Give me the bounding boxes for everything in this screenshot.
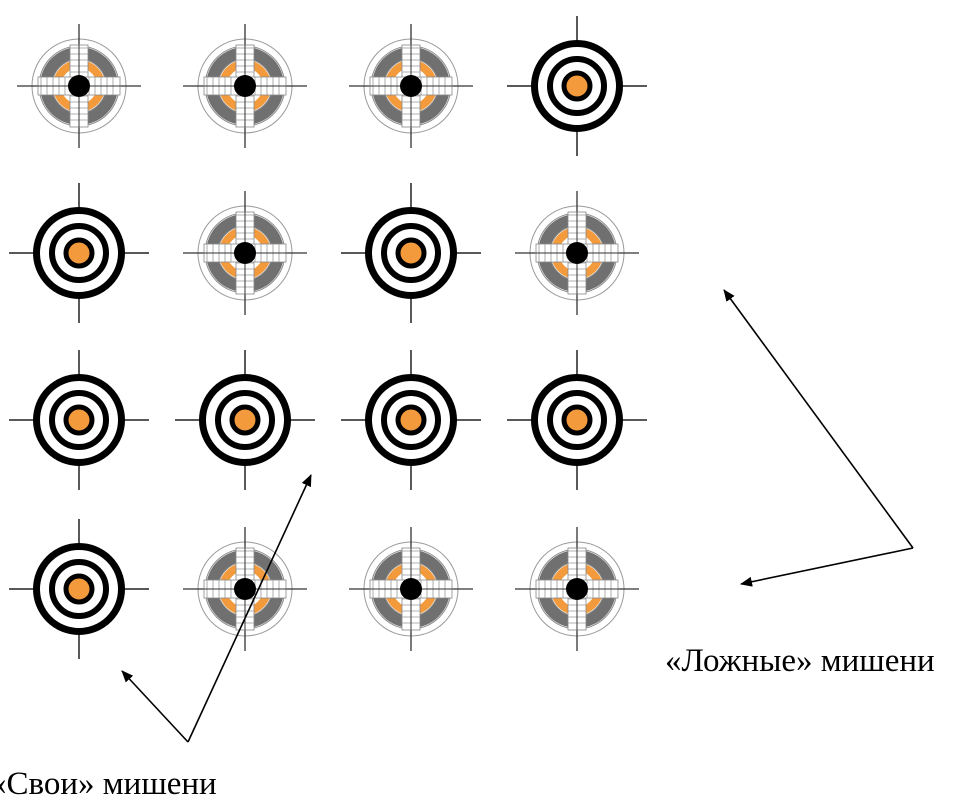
false-target-icon <box>515 191 639 315</box>
false-target-icon <box>183 24 307 148</box>
own-target-icon <box>175 350 315 490</box>
own-targets-caption: «Свои» мишени <box>0 766 217 802</box>
own-target-icon <box>341 183 481 323</box>
false-target-icon <box>349 527 473 651</box>
own-target-icon <box>9 350 149 490</box>
arrow-own-upper <box>187 474 312 743</box>
arrows-group <box>121 289 914 743</box>
false-target-icon <box>349 24 473 148</box>
own-target-icon <box>507 16 647 156</box>
false-target-icon <box>515 527 639 651</box>
false-target-icon <box>183 191 307 315</box>
false-target-icon <box>183 527 307 651</box>
own-target-icon <box>9 519 149 659</box>
arrow-false-lower <box>740 547 914 587</box>
own-target-icon <box>507 350 647 490</box>
false-target-icon <box>17 24 141 148</box>
false-targets-caption: «Ложные» мишени <box>665 643 935 679</box>
own-target-icon <box>9 183 149 323</box>
arrow-own-lower <box>121 670 189 743</box>
arrow-false-upper <box>723 289 914 549</box>
own-target-icon <box>341 350 481 490</box>
